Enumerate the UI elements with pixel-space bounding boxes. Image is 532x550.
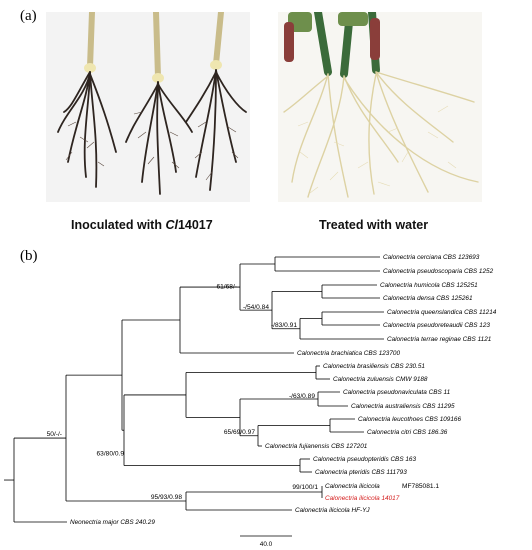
tree-support-values: -/54/0.84 -/83/0.91 61/68/- -/63/0.89 65/69/…: [47, 284, 319, 501]
taxon-label: Calonectria ilicicola HF-YJ: [295, 507, 370, 514]
inoculated-caption-strain-prefix: Cl: [165, 218, 178, 232]
support-value: -/83/0.91: [271, 322, 297, 329]
taxon-label: Calonectria ilicicola: [325, 483, 380, 490]
water-treated-roots-photo: [278, 12, 482, 202]
support-value: 63/80/0.9: [97, 451, 125, 458]
taxon-label: Neonectria major CBS 240.29: [70, 519, 155, 526]
taxon-label: Calonectria australiensis CBS 11295: [351, 403, 455, 410]
tree-branches: [4, 256, 384, 537]
panel-a-label: (a): [20, 8, 37, 24]
taxon-label: Calonectria cerciana CBS 123693: [383, 254, 480, 261]
inoculated-roots-image: [46, 12, 250, 202]
taxon-label: Calonectria pseudoreteaudii CBS 123: [383, 322, 490, 329]
tree-scale-bar: 40.0: [260, 541, 273, 548]
support-value: -/54/0.84: [243, 304, 269, 311]
support-value: 65/69/0.97: [224, 429, 255, 436]
taxon-label: Calonectria humicola CBS 125251: [380, 282, 478, 289]
taxon-label: Calonectria leucothoes CBS 109166: [358, 416, 461, 423]
support-value: 61/68/-: [216, 284, 237, 291]
taxon-label: Calonectria terrae reginae CBS 1121: [387, 336, 492, 343]
taxon-label: Calonectria citri CBS 186.36: [367, 429, 448, 436]
taxon-label: Calonectria fujianensis CBS 127201: [265, 443, 368, 450]
inoculated-caption-text: Inoculated with: [71, 218, 166, 232]
taxon-label: Calonectria zuluensis CMW 9188: [333, 376, 428, 383]
taxon-label: Calonectria pseudopteridis CBS 163: [313, 456, 416, 463]
taxon-label: Calonectria densa CBS 125261: [383, 295, 473, 302]
inoculated-caption: Inoculated with Cl14017: [71, 218, 213, 232]
support-value: -/63/0.89: [289, 393, 315, 400]
panel-b-label: (b): [20, 248, 38, 264]
taxon-label: Calonectria pseudoscoparia CBS 1252: [383, 268, 494, 275]
support-value: 95/93/0.98: [151, 494, 182, 501]
water-treated-roots-image: [278, 12, 482, 202]
taxon-label: Calonectria queenslandica CBS 11214: [387, 309, 497, 316]
taxon-label: Calonectria brachiatica CBS 123700: [297, 350, 400, 357]
inoculated-roots-photo: [46, 12, 250, 202]
tree-taxon-labels: Calonectria cerciana CBS 123693Calonectr…: [70, 254, 497, 526]
water-caption: Treated with water: [319, 218, 429, 232]
taxon-label: Calonectria pseudonaviculata CBS 11: [343, 389, 451, 396]
inoculated-caption-strain-number: 14017: [177, 218, 213, 232]
scale-bar-label: 40.0: [260, 541, 273, 548]
support-value: 50/-/-: [47, 431, 62, 438]
support-value: 99/100/1: [292, 484, 318, 491]
taxon-label: Calonectria pteridis CBS 111793: [315, 469, 407, 476]
phylogenetic-tree: Calonectria cerciana CBS 123693Calonectr…: [4, 254, 497, 548]
taxon-label: Calonectria brasiliensis CBS 230.51: [323, 363, 425, 370]
taxon-label: Calonectria ilicicola 14017: [325, 495, 400, 502]
accession-label: MF785081.1: [402, 483, 439, 490]
